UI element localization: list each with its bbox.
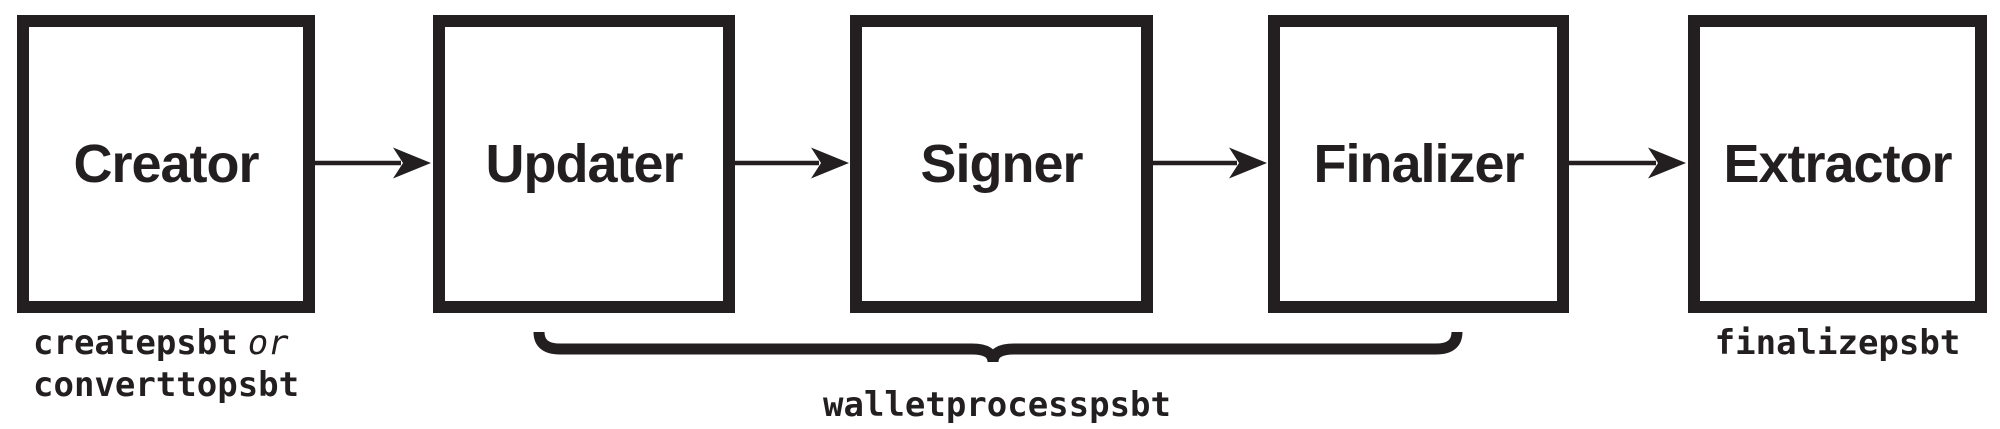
- box-extractor-label: Extractor: [1723, 134, 1952, 194]
- box-finalizer-label: Finalizer: [1313, 134, 1524, 194]
- createpsbt-command: createpsbt: [33, 323, 238, 363]
- box-extractor: Extractor: [1688, 15, 1987, 313]
- box-updater-label: Updater: [485, 134, 683, 194]
- finalizepsbt-label: finalizepsbt: [1714, 323, 1961, 363]
- converttopsbt-command: converttopsbt: [33, 365, 300, 405]
- right-arrow-icon: [1563, 147, 1686, 179]
- walletprocesspsbt-label: walletprocesspsbt: [823, 385, 1171, 425]
- box-creator-label: Creator: [73, 134, 259, 194]
- creator-commands-line2: converttopsbt: [33, 364, 299, 406]
- right-arrow-icon: [730, 147, 849, 179]
- or-connector: or: [247, 323, 289, 363]
- box-creator: Creator: [17, 15, 315, 313]
- box-updater: Updater: [433, 15, 735, 313]
- right-arrow-icon: [1148, 147, 1267, 179]
- box-signer-label: Signer: [920, 134, 1083, 194]
- box-finalizer: Finalizer: [1268, 15, 1569, 313]
- right-arrow-icon: [310, 147, 431, 179]
- box-signer: Signer: [850, 15, 1153, 313]
- curly-brace-icon: [533, 331, 1463, 363]
